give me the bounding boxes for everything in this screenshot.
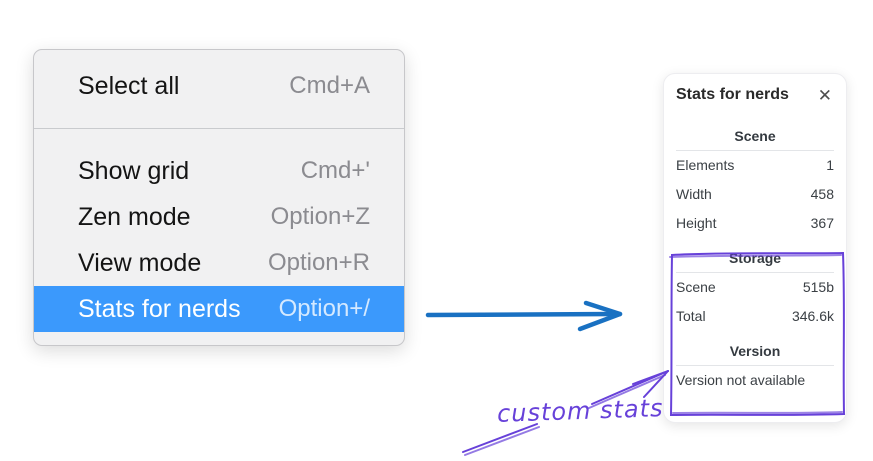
- menu-divider: [34, 128, 404, 129]
- blue-arrow: [425, 300, 623, 332]
- menu-item-label: Select all: [78, 71, 180, 100]
- stat-row-elements: Elements 1: [676, 151, 834, 180]
- menu-item-label: View mode: [78, 248, 202, 277]
- stat-row-total-storage: Total 346.6k: [676, 302, 834, 331]
- menu-item-shortcut: Cmd+': [300, 157, 370, 184]
- stat-row-height: Height 367: [676, 209, 834, 238]
- menu-item-view-mode[interactable]: View mode Option+R: [34, 240, 404, 286]
- close-icon[interactable]: ✕: [817, 85, 832, 105]
- version-section-heading: Version: [676, 337, 834, 366]
- menu-item-show-grid[interactable]: Show grid Cmd+': [34, 148, 404, 194]
- stat-label: Total: [676, 308, 706, 324]
- menu-item-zen-mode[interactable]: Zen mode Option+Z: [34, 194, 404, 240]
- context-menu: Select all Cmd+A Show grid Cmd+' Zen mod…: [33, 49, 405, 346]
- menu-item-label: Show grid: [78, 156, 190, 185]
- stat-value: 1: [826, 157, 834, 173]
- scene-section-heading: Scene: [676, 122, 834, 151]
- menu-item-label: Zen mode: [78, 202, 191, 231]
- stat-value: 458: [810, 186, 834, 202]
- stat-value: 346.6k: [791, 308, 834, 324]
- version-note: Version not available: [676, 372, 806, 388]
- menu-item-stats-for-nerds[interactable]: Stats for nerds Option+/: [34, 286, 404, 332]
- menu-item-shortcut: Cmd+A: [289, 72, 370, 99]
- menu-item-label: Stats for nerds: [78, 294, 241, 323]
- stat-value: 367: [810, 215, 834, 231]
- stat-row-scene-storage: Scene 515b: [676, 273, 834, 302]
- menu-item-select-all[interactable]: Select all Cmd+A: [34, 63, 404, 109]
- menu-item-shortcut: Option+/: [278, 295, 370, 322]
- stat-label: Width: [676, 186, 712, 202]
- stat-label: Scene: [676, 279, 716, 295]
- custom-stats-label: custom stats: [496, 394, 664, 428]
- stats-panel-title: Stats for nerds: [676, 86, 789, 103]
- stats-for-nerds-panel: Stats for nerds ✕ Scene Elements 1 Width…: [663, 73, 847, 423]
- stat-label: Height: [676, 215, 717, 231]
- stat-row-width: Width 458: [676, 180, 834, 209]
- menu-item-shortcut: Option+Z: [270, 203, 370, 230]
- stat-label: Elements: [676, 157, 735, 173]
- menu-item-shortcut: Option+R: [267, 249, 370, 276]
- stat-value: 515b: [802, 279, 834, 295]
- storage-section-heading: Storage: [676, 244, 834, 273]
